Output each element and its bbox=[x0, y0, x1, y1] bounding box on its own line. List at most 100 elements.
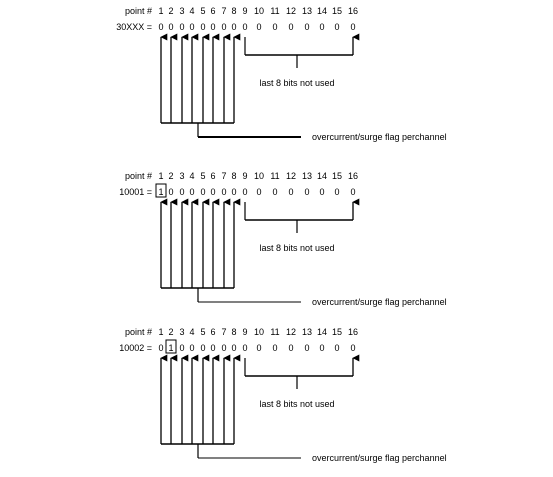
unused-label: last 8 bits not used bbox=[259, 243, 334, 253]
bit-value: 0 bbox=[256, 22, 261, 32]
bit-value: 0 bbox=[319, 22, 324, 32]
bit-value: 0 bbox=[221, 343, 226, 353]
point-number: 10 bbox=[254, 171, 264, 181]
point-number: 14 bbox=[317, 6, 327, 16]
point-number: 16 bbox=[348, 327, 358, 337]
point-number: 6 bbox=[210, 6, 215, 16]
bit-value: 0 bbox=[242, 343, 247, 353]
bit-value: 0 bbox=[350, 343, 355, 353]
bit-value: 0 bbox=[168, 22, 173, 32]
point-number: 16 bbox=[348, 6, 358, 16]
bit-value: 0 bbox=[350, 22, 355, 32]
point-number: 1 bbox=[158, 327, 163, 337]
bit-value: 0 bbox=[168, 187, 173, 197]
bit-value: 0 bbox=[179, 22, 184, 32]
point-number: 15 bbox=[332, 171, 342, 181]
bit-value: 0 bbox=[350, 187, 355, 197]
bit-value: 0 bbox=[189, 22, 194, 32]
point-number: 4 bbox=[189, 171, 194, 181]
point-number: 7 bbox=[221, 171, 226, 181]
bit-value: 0 bbox=[242, 22, 247, 32]
bit-value: 0 bbox=[179, 343, 184, 353]
bit-value: 0 bbox=[200, 22, 205, 32]
bit-value: 0 bbox=[189, 187, 194, 197]
bit-value: 0 bbox=[256, 187, 261, 197]
bit-value: 0 bbox=[221, 22, 226, 32]
bit-value: 1 bbox=[168, 343, 173, 353]
point-number: 12 bbox=[286, 6, 296, 16]
bit-value: 0 bbox=[221, 187, 226, 197]
point-number: 11 bbox=[270, 327, 279, 337]
bit-value: 0 bbox=[242, 187, 247, 197]
point-number: 12 bbox=[286, 171, 296, 181]
point-number: 15 bbox=[332, 327, 342, 337]
bit-value: 0 bbox=[158, 22, 163, 32]
bit-value: 0 bbox=[272, 187, 277, 197]
point-number: 2 bbox=[168, 327, 173, 337]
bit-value: 0 bbox=[288, 22, 293, 32]
bit-value: 1 bbox=[158, 187, 163, 197]
point-number: 8 bbox=[231, 6, 236, 16]
bit-value: 0 bbox=[256, 343, 261, 353]
point-number: 6 bbox=[210, 171, 215, 181]
point-number: 7 bbox=[221, 327, 226, 337]
point-number: 13 bbox=[302, 171, 312, 181]
point-number: 6 bbox=[210, 327, 215, 337]
point-number: 9 bbox=[242, 171, 247, 181]
register-name: 10002 = bbox=[119, 343, 152, 353]
flag-label: overcurrent/surge flag perchannel bbox=[312, 297, 447, 307]
unused-label: last 8 bits not used bbox=[259, 399, 334, 409]
register-name: 10001 = bbox=[119, 187, 152, 197]
point-number: 1 bbox=[158, 171, 163, 181]
point-number: 8 bbox=[231, 327, 236, 337]
point-number: 4 bbox=[189, 327, 194, 337]
bit-value: 0 bbox=[210, 187, 215, 197]
point-number: 10 bbox=[254, 327, 264, 337]
bit-value: 0 bbox=[319, 343, 324, 353]
point-number: 7 bbox=[221, 6, 226, 16]
point-number: 4 bbox=[189, 6, 194, 16]
bit-value: 0 bbox=[210, 343, 215, 353]
bit-value: 0 bbox=[189, 343, 194, 353]
bit-value: 0 bbox=[319, 187, 324, 197]
point-number: 13 bbox=[302, 6, 312, 16]
point-number: 8 bbox=[231, 171, 236, 181]
point-number: 11 bbox=[270, 171, 279, 181]
point-number: 2 bbox=[168, 6, 173, 16]
bit-value: 0 bbox=[304, 187, 309, 197]
bit-value: 0 bbox=[272, 343, 277, 353]
point-number: 9 bbox=[242, 6, 247, 16]
point-number: 3 bbox=[179, 171, 184, 181]
bit-value: 0 bbox=[304, 343, 309, 353]
flag-label: overcurrent/surge flag perchannel bbox=[312, 453, 447, 463]
highlight-box bbox=[155, 183, 167, 198]
point-number: 13 bbox=[302, 327, 312, 337]
register-name: 30XXX = bbox=[116, 22, 152, 32]
point-label: point # bbox=[125, 327, 152, 337]
point-number: 9 bbox=[242, 327, 247, 337]
bit-value: 0 bbox=[288, 343, 293, 353]
bit-value: 0 bbox=[179, 187, 184, 197]
bit-value: 0 bbox=[334, 22, 339, 32]
flag-label: overcurrent/surge flag perchannel bbox=[312, 132, 447, 142]
point-number: 5 bbox=[200, 327, 205, 337]
point-number: 5 bbox=[200, 6, 205, 16]
unused-label: last 8 bits not used bbox=[259, 78, 334, 88]
point-number: 3 bbox=[179, 327, 184, 337]
point-number: 12 bbox=[286, 327, 296, 337]
point-number: 1 bbox=[158, 6, 163, 16]
bit-value: 0 bbox=[272, 22, 277, 32]
point-number: 2 bbox=[168, 171, 173, 181]
bit-value: 0 bbox=[158, 343, 163, 353]
bit-value: 0 bbox=[200, 187, 205, 197]
point-number: 15 bbox=[332, 6, 342, 16]
point-number: 14 bbox=[317, 171, 327, 181]
point-number: 5 bbox=[200, 171, 205, 181]
bit-value: 0 bbox=[334, 187, 339, 197]
bit-value: 0 bbox=[304, 22, 309, 32]
point-number: 16 bbox=[348, 171, 358, 181]
